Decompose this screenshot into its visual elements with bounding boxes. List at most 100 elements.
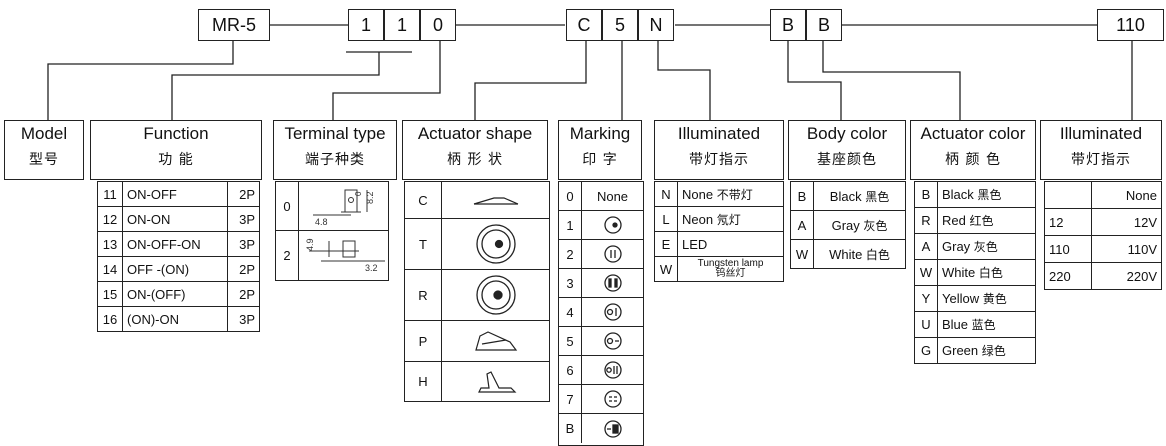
cell-label: Black bbox=[829, 188, 862, 204]
cell-value: 12V bbox=[1091, 208, 1162, 236]
header-label-cn: 基座颜色 bbox=[817, 152, 877, 168]
digit: N bbox=[649, 14, 663, 35]
digit: 5 bbox=[614, 14, 625, 35]
cell-code: 2 bbox=[559, 240, 582, 268]
function-digit-2: 1 bbox=[384, 9, 420, 41]
cell-code: 4 bbox=[559, 298, 582, 326]
cell-label: Blue bbox=[942, 317, 969, 332]
circle-text-icon bbox=[582, 240, 643, 268]
model-code-box: MR-5 bbox=[198, 9, 270, 41]
cell-label: White bbox=[942, 265, 976, 280]
cell-code: W bbox=[654, 256, 678, 282]
cell-label: Black bbox=[942, 187, 974, 202]
cell-code: A bbox=[914, 233, 938, 260]
cell-code: W bbox=[790, 239, 814, 269]
cell-code: 5 bbox=[559, 327, 582, 355]
header-label: Actuator shape bbox=[417, 124, 533, 143]
header-label: Body color bbox=[806, 124, 888, 143]
shape-code: P bbox=[405, 321, 442, 362]
voltage-code-box: 110 bbox=[1097, 9, 1164, 41]
cell-label: White bbox=[829, 246, 863, 262]
cell-poles: 3P bbox=[227, 231, 260, 257]
digit: C bbox=[577, 14, 591, 35]
cell-code: A bbox=[790, 210, 814, 240]
header-label: Model bbox=[20, 124, 68, 143]
terminal-drawing-2: 4.9 3.2 bbox=[299, 231, 388, 280]
shape-code: C bbox=[405, 182, 442, 219]
header-marking: Marking 印 字 bbox=[558, 120, 642, 180]
cell-code: 0 bbox=[559, 182, 582, 210]
round-dot-icon bbox=[442, 270, 549, 321]
shape-digit: C bbox=[566, 9, 602, 41]
cell-code: B bbox=[559, 414, 582, 443]
header-illuminated-voltage: Illuminated 带灯指示 bbox=[1040, 120, 1162, 180]
terminal-dim: 0 bbox=[354, 191, 363, 196]
shape-code: T bbox=[405, 219, 442, 270]
cell-poles: 2P bbox=[227, 256, 260, 282]
circle-o-dash-icon bbox=[582, 327, 643, 355]
shape-code: R bbox=[405, 270, 442, 321]
terminal-digit: 0 bbox=[420, 9, 456, 41]
terminal-code: 0 bbox=[276, 182, 299, 231]
cell-code: 220 bbox=[1044, 262, 1092, 290]
header-label-cn: 功 能 bbox=[158, 152, 194, 168]
cell-value: None bbox=[1091, 181, 1162, 209]
table-row: 7 bbox=[559, 385, 643, 414]
cell-name: ON-ON bbox=[121, 206, 229, 232]
circle-hanzi-icon bbox=[582, 385, 643, 413]
cell-value: 220V bbox=[1091, 262, 1162, 290]
body-color-digit: B bbox=[770, 9, 806, 41]
table-row: 2 bbox=[559, 240, 643, 269]
cell-name: ON-OFF-ON bbox=[121, 231, 229, 257]
function-digit-1: 1 bbox=[348, 9, 384, 41]
cell-code: N bbox=[654, 181, 678, 207]
marking-digit: 5 bbox=[602, 9, 638, 41]
cell-poles: 2P bbox=[227, 181, 260, 207]
table-row: 1 bbox=[559, 211, 643, 240]
circle-bars-icon bbox=[582, 269, 643, 297]
digit: 1 bbox=[396, 14, 407, 35]
cell-label-cn: 黄色 bbox=[982, 292, 1007, 306]
cell-label-cn: 钨丝灯 bbox=[715, 268, 746, 279]
cell-poles: 2P bbox=[227, 281, 260, 307]
cell-label-cn: 白色 bbox=[978, 266, 1003, 280]
header-illuminated: Illuminated 带灯指示 bbox=[654, 120, 784, 180]
cell-code: 16 bbox=[97, 306, 123, 332]
header-terminal: Terminal type 端子种类 bbox=[273, 120, 397, 180]
cell-value: 110V bbox=[1091, 235, 1162, 263]
header-label-cn: 柄 形 状 bbox=[447, 152, 503, 168]
lever-icon bbox=[442, 362, 549, 401]
cell-code: 3 bbox=[559, 269, 582, 297]
cell-code: B bbox=[790, 181, 814, 211]
cell-code: W bbox=[914, 259, 938, 286]
cell-label: Gray bbox=[831, 217, 860, 233]
header-label: Function bbox=[143, 124, 209, 143]
cell-label-cn: 不带灯 bbox=[716, 187, 753, 202]
cell-code: 15 bbox=[97, 281, 123, 307]
cell-name: ON-(OFF) bbox=[121, 281, 229, 307]
cell-label: Gray bbox=[942, 239, 971, 254]
terminal-dim: 4.9 bbox=[305, 238, 315, 251]
cell-code: 110 bbox=[1044, 235, 1092, 263]
terminal-dim: 8.2 bbox=[365, 191, 375, 204]
cell-label-cn: 绿色 bbox=[981, 344, 1006, 358]
header-label: Terminal type bbox=[284, 124, 386, 143]
cell-code: B bbox=[914, 181, 938, 208]
table-row: 6 bbox=[559, 356, 643, 385]
header-label: Illuminated bbox=[1059, 124, 1143, 143]
